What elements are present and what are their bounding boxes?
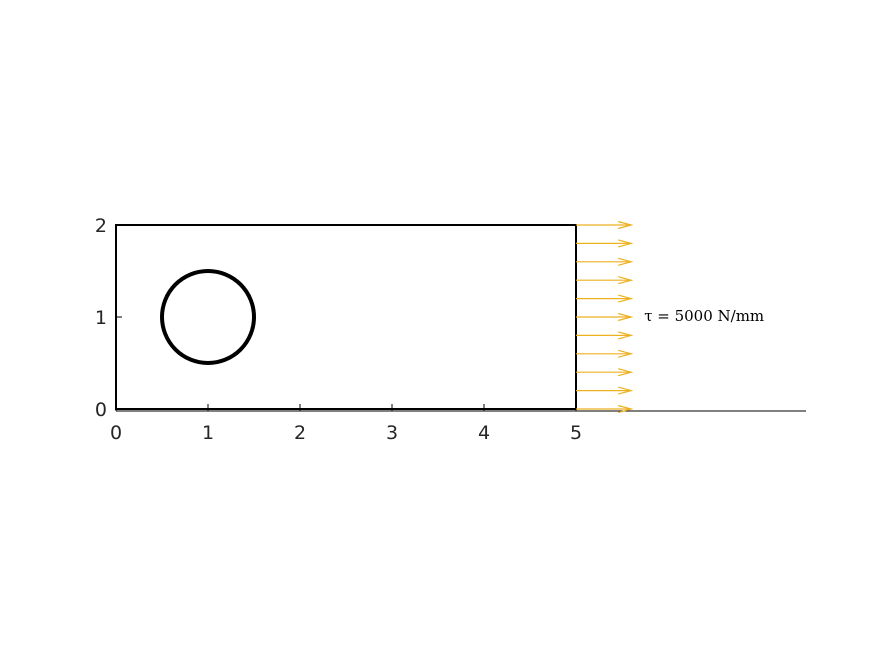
traction-arrow (576, 294, 634, 303)
traction-arrow (576, 349, 634, 358)
traction-arrow (576, 276, 634, 285)
x-tick-label: 4 (478, 422, 490, 444)
traction-arrow (576, 257, 634, 266)
axes: 0 1 2 3 4 5 0 1 2 (95, 215, 806, 444)
traction-arrow (576, 312, 634, 322)
y-tick-label: 0 (95, 399, 107, 421)
y-tick-label: 2 (95, 215, 107, 237)
traction-arrow (576, 404, 634, 414)
traction-label: τ = 5000 N/mm (644, 307, 764, 325)
traction-arrow (576, 220, 634, 230)
hole-boundary (160, 269, 256, 365)
traction-arrow (576, 368, 634, 377)
x-tick-label: 2 (294, 422, 306, 444)
x-tick-label: 3 (386, 422, 398, 444)
plate-boundary (115, 224, 577, 410)
y-axis-ticks: 0 1 2 (95, 215, 122, 421)
traction-arrow (576, 386, 634, 395)
plate (115, 224, 577, 410)
x-tick-label: 0 (110, 422, 122, 444)
x-axis-ticks: 0 1 2 3 4 5 (110, 404, 582, 444)
x-tick-label: 1 (202, 422, 214, 444)
traction-arrow (576, 331, 634, 340)
x-tick-label: 5 (570, 422, 582, 444)
traction-arrows (576, 220, 634, 414)
traction-arrow (576, 239, 634, 248)
y-tick-label: 1 (95, 307, 107, 329)
